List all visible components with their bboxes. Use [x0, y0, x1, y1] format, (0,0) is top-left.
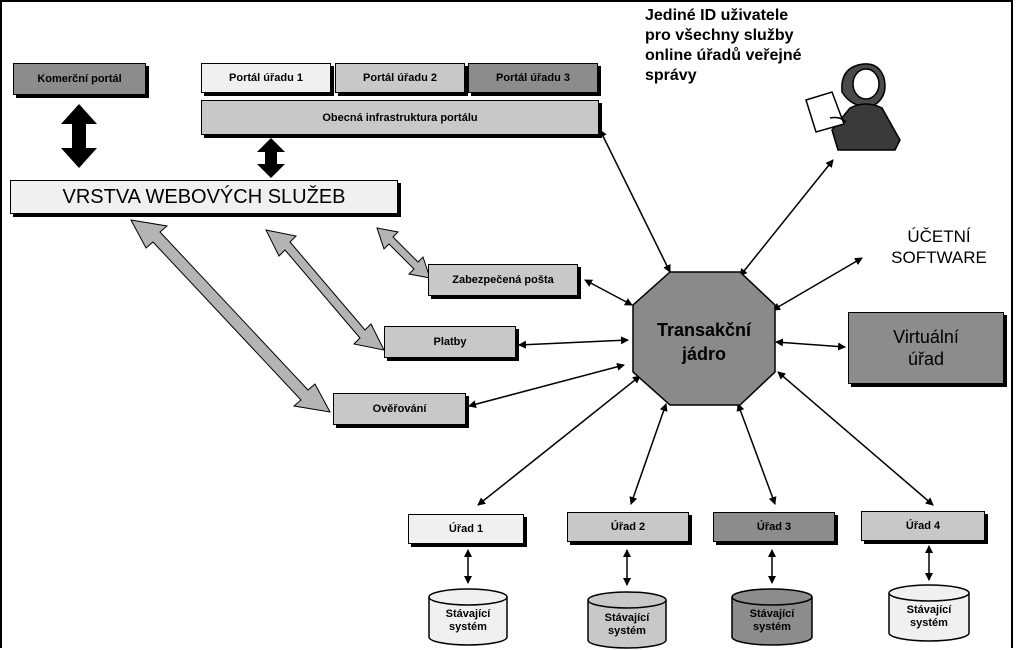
legacy-system-4-line2: systém: [910, 617, 948, 629]
legacy-system-4-shape: [888, 584, 970, 642]
link-secure-mail-core: [584, 279, 633, 306]
portal-infrastructure-label: Obecná infrastruktura portálu: [322, 111, 478, 124]
secure-mail-box: Zabezpečená pošta: [428, 264, 578, 296]
portal-infrastructure-box: Obecná infrastruktura portálu: [201, 100, 599, 135]
link-virtual-office-core: [775, 338, 846, 351]
portal-2-box: Portál úřadu 2: [335, 63, 465, 93]
legacy-system-3-shape: [731, 588, 813, 646]
link-office3-core: [736, 403, 777, 505]
transaction-core-label-line2: jádro: [681, 344, 726, 364]
arrow-portal-infra-to-web-services: [257, 138, 285, 178]
single-id-caption: Jediné ID uživatele pro všechny služby o…: [645, 6, 845, 86]
office-4-box: Úřad 4: [861, 511, 985, 541]
virtual-office-label-line1: Virtuální: [893, 327, 959, 347]
office-1-label: Úřad 1: [448, 523, 484, 535]
legacy-system-2-line2: systém: [608, 625, 646, 637]
web-services-layer-label: VRSTVA WEBOVÝCH SLUŽEB: [62, 185, 346, 208]
legacy-system-1-line1: Stávající: [445, 608, 491, 620]
legacy-system-4-line1: Stávající: [906, 604, 952, 616]
portal-2-label: Portál úřadu 2: [363, 72, 437, 84]
link-accounting-core: [772, 257, 863, 311]
caption-line3: online úřadů veřejné: [645, 47, 802, 64]
legacy-system-1-line2: systém: [449, 621, 487, 633]
legacy-system-2-label: Stávající systém: [588, 612, 666, 638]
accounting-software-line1: ÚČETNÍ: [907, 227, 971, 246]
link-office2-core: [629, 403, 668, 505]
accounting-software-label: ÚČETNÍ SOFTWARE: [874, 226, 1004, 268]
legacy-system-3-line2: systém: [753, 621, 791, 633]
arrow-web-services-to-payments: [265, 229, 385, 351]
payments-label: Platby: [433, 336, 467, 348]
caption-line2: pro všechny služby: [645, 27, 794, 44]
office-3-label: Úřad 3: [756, 521, 792, 533]
legacy-system-3-label: Stávající systém: [732, 608, 812, 634]
virtual-office-label-line2: úřad: [907, 349, 945, 369]
authentication-box: Ověřování: [333, 393, 466, 425]
portal-3-box: Portál úřadu 3: [468, 63, 598, 93]
legacy-system-2-shape: [587, 591, 667, 649]
link-authentication-core: [468, 362, 625, 409]
link-payments-core: [518, 336, 629, 349]
authentication-label: Ověřování: [372, 403, 427, 415]
legacy-system-1-label: Stávající systém: [429, 608, 507, 634]
arrow-web-services-to-secure-mail: [376, 227, 431, 279]
arrow-web-services-to-authentication: [130, 219, 331, 413]
commercial-portal-label: Komerční portál: [37, 73, 122, 85]
transaction-core-label: Transakční jádro: [633, 318, 775, 366]
portal-3-label: Portál úřadu 3: [496, 72, 570, 84]
legacy-system-4-label: Stávající systém: [889, 604, 969, 630]
user-illustration: [805, 63, 901, 151]
accounting-software-line2: SOFTWARE: [891, 248, 987, 267]
caption-line1: Jediné ID uživatele: [645, 7, 789, 24]
office-1-box: Úřad 1: [408, 514, 524, 544]
link-office1-core: [477, 375, 641, 506]
payments-box: Platby: [384, 326, 516, 358]
office-2-label: Úřad 2: [610, 521, 646, 533]
office-3-box: Úřad 3: [713, 512, 835, 542]
portal-1-label: Portál úřadu 1: [229, 72, 303, 84]
portal-1-box: Portál úřadu 1: [201, 63, 331, 93]
office-2-box: Úřad 2: [567, 512, 689, 542]
secure-mail-label: Zabezpečená pošta: [452, 274, 554, 286]
link-office4-core: [777, 371, 934, 506]
virtual-office-box: Virtuální úřad: [848, 312, 1004, 384]
legacy-system-2-line1: Stávající: [604, 612, 650, 624]
link-portal3-core: [599, 129, 671, 273]
transaction-core-shape: [632, 271, 776, 406]
legacy-system-3-line1: Stávající: [749, 608, 795, 620]
transaction-core-label-line1: Transakční: [656, 320, 752, 340]
commercial-portal-box: Komerční portál: [13, 63, 146, 95]
caption-line4: správy: [645, 67, 697, 84]
legacy-system-1-shape: [428, 588, 508, 646]
arrow-commercial-portal-to-web-services: [61, 104, 97, 168]
web-services-layer-box: VRSTVA WEBOVÝCH SLUŽEB: [10, 180, 398, 214]
office-4-label: Úřad 4: [905, 520, 941, 532]
link-user-core: [739, 159, 834, 277]
